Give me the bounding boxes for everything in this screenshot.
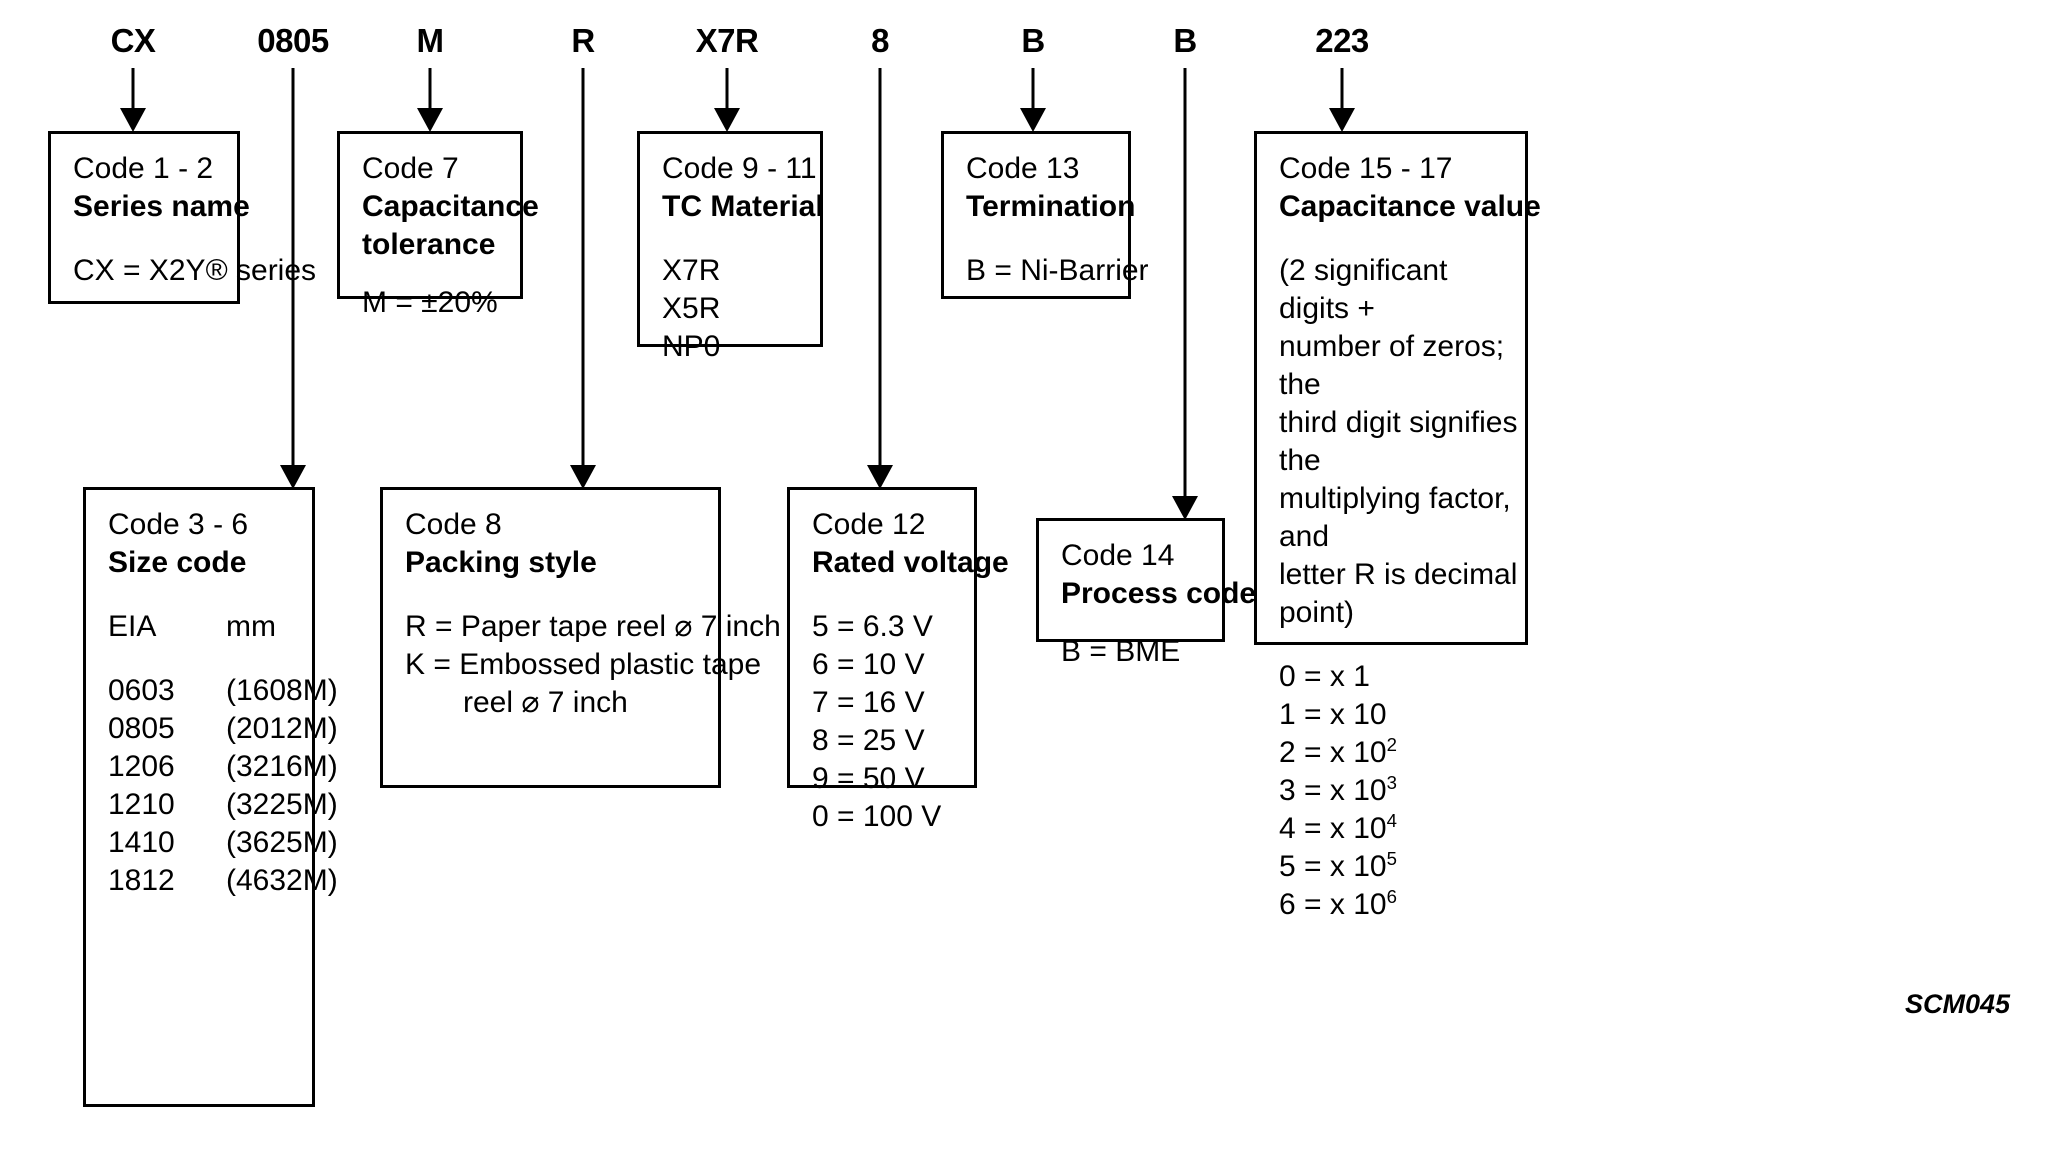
- connector-line-packing: [581, 68, 585, 467]
- multiplier-row: 3 = x 103: [1279, 772, 1397, 807]
- segment-label-tolerance: M: [416, 22, 445, 59]
- box-capacitance-tolerance: Code 7 Capacitance tolerance M = ±20%: [337, 131, 539, 319]
- packing-style-code: Code 8: [405, 508, 502, 541]
- size-code-row: 1410(3625M): [108, 826, 338, 859]
- multiplier-row: 5 = x 105: [1279, 848, 1397, 883]
- packing-style-option-r: R = Paper tape reel ⌀ 7 inch: [405, 610, 781, 643]
- connector-line-series: [131, 68, 135, 110]
- termination-value: B = Ni-Barrier: [966, 254, 1149, 287]
- packing-style-title: Packing style: [405, 546, 597, 579]
- segment-label-series: CX: [110, 22, 156, 59]
- tc-material-option-x7r: X7R: [662, 254, 721, 287]
- arrowhead-size: [280, 465, 306, 489]
- arrowhead-termination: [1020, 108, 1046, 132]
- capacitance-value-code: Code 15 - 17: [1279, 152, 1453, 185]
- size-code-title: Size code: [108, 546, 247, 579]
- arrowhead-voltage: [867, 465, 893, 489]
- tc-material-code: Code 9 - 11: [662, 152, 817, 185]
- tc-material-option-x5r: X5R: [662, 292, 721, 325]
- box-termination: Code 13 Termination B = Ni-Barrier: [941, 131, 1149, 299]
- capacitance-value-note-4: multiplying factor, and: [1279, 482, 1511, 553]
- segment-label-capacitance: 223: [1315, 22, 1369, 59]
- size-code-header-row: EIA mm: [108, 608, 306, 646]
- size-code-row: 0805(2012M): [108, 712, 338, 745]
- capacitance-value-note-5: letter R is decimal point): [1279, 558, 1518, 629]
- process-code-value: B = BME: [1061, 635, 1181, 668]
- box-packing-style: Code 8 Packing style R = Paper tape reel…: [380, 487, 781, 788]
- capacitance-tolerance-code: Code 7: [362, 152, 459, 185]
- capacitance-tolerance-title2: tolerance: [362, 228, 496, 261]
- size-code-code: Code 3 - 6: [108, 508, 249, 541]
- rated-voltage-option: 7 = 16 V: [812, 686, 925, 719]
- rated-voltage-option: 0 = 100 V: [812, 800, 942, 833]
- rated-voltage-option: 5 = 6.3 V: [812, 610, 933, 643]
- connector-line-tolerance: [428, 68, 432, 110]
- size-code-row: 1206(3216M): [108, 750, 338, 783]
- box-capacitance-value: Code 15 - 17 Capacitance value (2 signif…: [1254, 131, 1541, 921]
- process-code-code: Code 14: [1061, 539, 1175, 572]
- arrowhead-tolerance: [417, 108, 443, 132]
- capacitance-value-note-3: third digit signifies the: [1279, 406, 1518, 477]
- series-name-title: Series name: [73, 190, 250, 223]
- arrowhead-series: [120, 108, 146, 132]
- segment-label-process: B: [1173, 22, 1197, 59]
- connector-line-tc-material: [725, 68, 729, 110]
- segment-label-packing: R: [571, 22, 595, 59]
- rated-voltage-option: 9 = 50 V: [812, 762, 925, 795]
- process-code-title: Process code: [1061, 577, 1257, 610]
- rated-voltage-option: 8 = 25 V: [812, 724, 925, 757]
- box-rated-voltage: Code 12 Rated voltage 5 = 6.3 V 6 = 10 V…: [787, 487, 1009, 833]
- capacitance-value-note-1: (2 significant digits +: [1279, 254, 1448, 325]
- packing-style-option-k: K = Embossed plastic tape: [405, 648, 762, 681]
- size-code-row: 0603(1608M): [108, 674, 338, 707]
- series-name-code: Code 1 - 2: [73, 152, 214, 185]
- rated-voltage-title: Rated voltage: [812, 546, 1009, 579]
- box-tc-material: Code 9 - 11 TC Material X7R X5R NP0: [637, 131, 824, 363]
- multiplier-row: 2 = x 102: [1279, 734, 1397, 769]
- segment-label-tc-material: X7R: [695, 22, 759, 59]
- capacitance-value-note-2: number of zeros; the: [1279, 330, 1505, 401]
- arrowhead-packing: [570, 465, 596, 489]
- segment-label-termination: B: [1021, 22, 1045, 59]
- multiplier-row: 0 = x 1: [1279, 660, 1370, 693]
- size-code-header-mm: mm: [226, 610, 276, 643]
- segment-label-voltage: 8: [871, 22, 889, 59]
- tc-material-option-np0: NP0: [662, 330, 721, 363]
- multiplier-row: 4 = x 104: [1279, 810, 1397, 845]
- connector-line-termination: [1031, 68, 1035, 110]
- box-series-name: Code 1 - 2 Series name CX = X2Y® series: [48, 131, 317, 304]
- capacitance-tolerance-value: M = ±20%: [362, 286, 498, 319]
- connector-line-voltage: [878, 68, 882, 467]
- multiplier-row: 1 = x 10: [1279, 698, 1387, 731]
- arrowhead-process: [1172, 496, 1198, 520]
- connector-line-process: [1183, 68, 1187, 498]
- connector-line-capacitance: [1340, 68, 1344, 110]
- capacitance-tolerance-title1: Capacitance: [362, 190, 539, 223]
- segment-label-size: 0805: [257, 22, 329, 59]
- capacitance-value-title: Capacitance value: [1279, 190, 1541, 223]
- rated-voltage-option: 6 = 10 V: [812, 648, 925, 681]
- document-reference-code: SCM045: [1905, 989, 2011, 1019]
- size-code-row: 1812(4632M): [108, 864, 338, 897]
- size-code-row: 1210(3225M): [108, 788, 338, 821]
- box-process-code: Code 14 Process code B = BME: [1036, 518, 1257, 668]
- termination-code: Code 13: [966, 152, 1080, 185]
- box-size-code: Code 3 - 6 Size code EIA mm 0603(1608M) …: [83, 487, 338, 1107]
- tc-material-title: TC Material: [662, 190, 824, 223]
- arrowhead-capacitance: [1329, 108, 1355, 132]
- arrowhead-tc-material: [714, 108, 740, 132]
- series-name-value: CX = X2Y® series: [73, 254, 317, 287]
- multiplier-row: 6 = x 106: [1279, 886, 1397, 921]
- packing-style-option-k2: reel ⌀ 7 inch: [463, 686, 628, 719]
- size-code-header-eia: EIA: [108, 610, 157, 643]
- termination-title: Termination: [966, 190, 1136, 223]
- rated-voltage-code: Code 12: [812, 508, 926, 541]
- connector-line-size: [291, 68, 295, 467]
